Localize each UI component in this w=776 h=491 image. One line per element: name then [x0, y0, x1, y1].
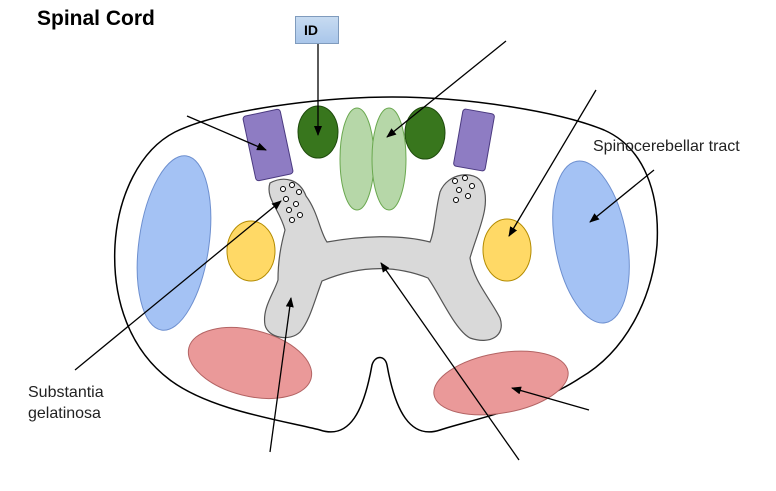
grey-commissure-pointer-line: [380, 262, 520, 461]
left-gelatinosa-dots: [280, 182, 303, 223]
id-badge[interactable]: ID: [295, 16, 339, 44]
ventral-horn-pointer-line: [269, 297, 294, 453]
spinocerebellar-pointer-line: [589, 169, 655, 223]
dorsal-column-pointer-line: [386, 40, 507, 138]
root-entry-pointer-line: [186, 115, 267, 151]
substantia-gelatinosa-label: Substantia gelatinosa: [28, 382, 104, 424]
left-lateral-tract[interactable]: [127, 151, 221, 335]
right-anterior-tract[interactable]: [429, 342, 573, 425]
substantia-label-line1: Substantia: [28, 384, 104, 401]
grey-matter[interactable]: [263, 174, 502, 341]
anterior-tract-pointer-line: [511, 386, 590, 411]
left-root-entry[interactable]: [242, 108, 294, 182]
right-nucleus[interactable]: [482, 218, 532, 282]
right-dorsal-column-inner[interactable]: [371, 107, 407, 211]
right-gelatinosa-dots: [452, 175, 475, 203]
spinocerebellar-label: Spinocerebellar tract: [593, 138, 740, 155]
right-nucleus-pointer-line: [508, 89, 597, 237]
right-dorsal-column-outer[interactable]: [404, 106, 446, 160]
right-root-entry[interactable]: [453, 108, 495, 172]
left-anterior-tract[interactable]: [181, 316, 319, 411]
page-title: Spinal Cord: [37, 7, 155, 30]
left-nucleus[interactable]: [226, 220, 276, 282]
gelatinosa-pointer-line: [74, 200, 282, 371]
right-lateral-tract[interactable]: [541, 155, 640, 329]
left-dorsal-column-inner[interactable]: [339, 107, 375, 211]
substantia-label-line2: gelatinosa: [28, 405, 101, 422]
